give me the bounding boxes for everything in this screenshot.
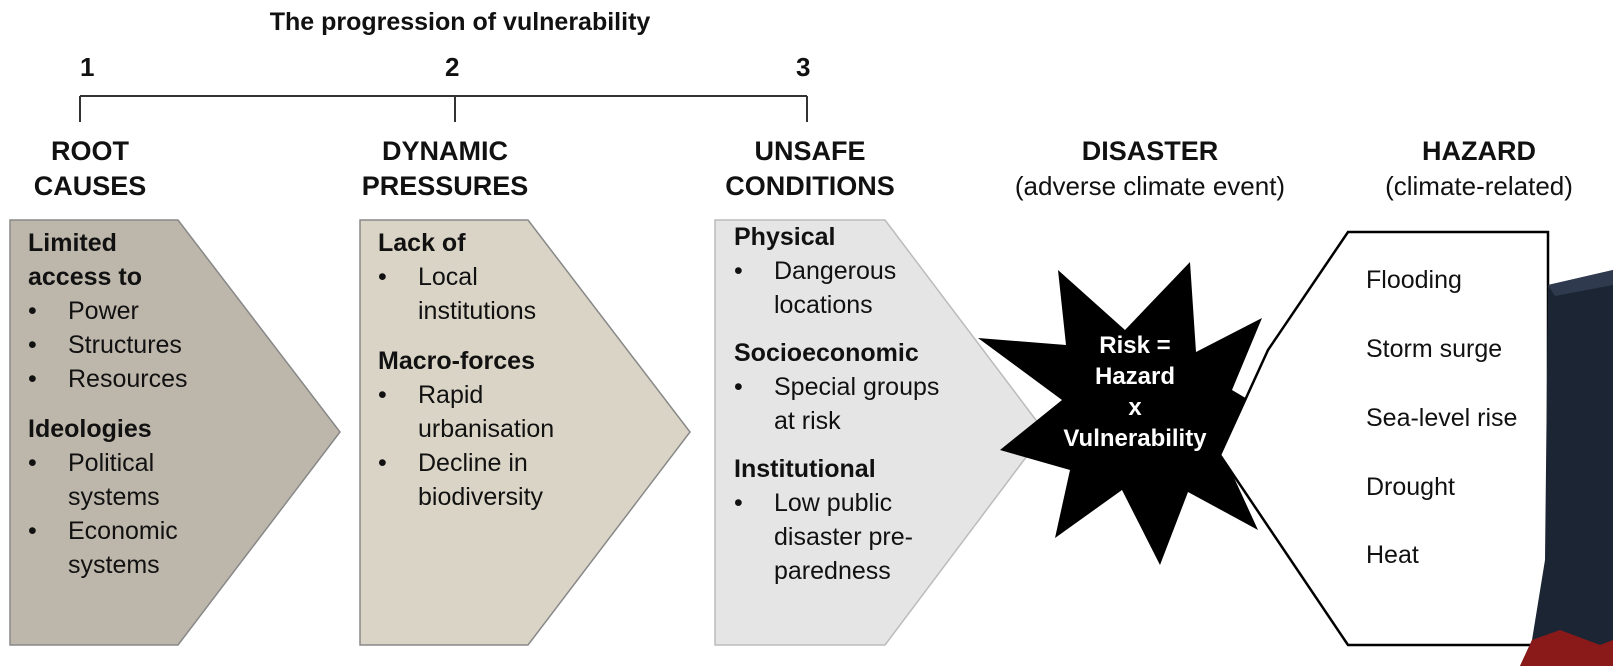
list-item-line: disaster pre- <box>774 523 913 551</box>
unsafe-socioeconomic-list: Special groups at risk <box>716 370 1034 438</box>
list-item-line: systems <box>68 551 160 579</box>
hazard-item-heat: Heat <box>1366 541 1419 569</box>
dynamic-section-macro-forces: Macro-forces <box>378 347 535 375</box>
root-causes-header-line1: ROOT <box>51 136 129 166</box>
list-item: Dangerous locations <box>716 254 1034 322</box>
list-item: Structures <box>10 328 328 362</box>
list-item-line: Special groups <box>774 373 940 401</box>
root-ideologies-list: Political systems Economic systems <box>10 446 328 582</box>
dynamic-pressures-content: Lack of Local institutions Macro-forces … <box>378 226 678 514</box>
stage-number-3: 3 <box>796 52 811 82</box>
list-item: Low public disaster pre- paredness <box>716 486 1034 588</box>
disaster-starburst <box>978 262 1300 565</box>
list-item: Resources <box>10 362 328 396</box>
list-item-line: Low public <box>774 489 893 517</box>
list-item: Political systems <box>10 446 328 514</box>
risk-line2: Hazard <box>1094 363 1176 390</box>
list-item-line: at risk <box>774 407 841 435</box>
list-item: Local institutions <box>360 260 678 328</box>
dynamic-macro-list: Rapid urbanisation Decline in biodiversi… <box>360 378 678 514</box>
list-item: Rapid urbanisation <box>360 378 678 446</box>
hazard-header-title: HAZARD <box>1422 136 1536 166</box>
dynamic-pressures-header-line1: DYNAMIC <box>382 136 508 166</box>
unsafe-physical-list: Dangerous locations <box>716 254 1034 322</box>
list-item-line: Rapid <box>418 381 484 409</box>
hazard-item-drought: Drought <box>1366 473 1455 501</box>
dynamic-section-lack-of: Lack of <box>378 229 466 257</box>
list-item-line: Political <box>68 449 155 477</box>
risk-line1: Risk = <box>1099 332 1171 359</box>
dynamic-pressures-header-line2: PRESSURES <box>361 171 529 201</box>
unsafe-conditions-header-line2: CONDITIONS <box>725 171 895 201</box>
list-item-line: systems <box>68 483 160 511</box>
list-item: Power <box>10 294 328 328</box>
root-causes-header: ROOT CAUSES <box>0 134 180 204</box>
unsafe-section-physical: Physical <box>734 223 836 251</box>
diagram-title: The progression of vulnerability <box>269 8 651 36</box>
root-section-ideologies: Ideologies <box>28 415 152 443</box>
list-item-line: urbanisation <box>418 415 555 443</box>
unsafe-conditions-content: Physical Dangerous locations Socioeconom… <box>734 220 1034 588</box>
dynamic-pressures-header: DYNAMIC PRESSURES <box>345 134 545 204</box>
root-section-limited-line2: access to <box>28 263 142 291</box>
risk-equation: Risk = Hazard x Vulnerability <box>1040 330 1230 454</box>
list-item-line: institutions <box>418 297 537 325</box>
risk-line3: x <box>1128 394 1142 421</box>
unsafe-conditions-header-line1: UNSAFE <box>754 136 866 166</box>
root-section-limited-line1: Limited <box>28 229 117 257</box>
root-limited-list: Power Structures Resources <box>10 294 328 396</box>
root-causes-content: Limited access to Power Structures Resou… <box>28 226 328 582</box>
photo-inset <box>1520 270 1613 666</box>
hazard-header-subtitle: (climate-related) <box>1385 171 1573 201</box>
list-item: Special groups at risk <box>716 370 1034 438</box>
list-item-line: biodiversity <box>418 483 544 511</box>
unsafe-conditions-header: UNSAFE CONDITIONS <box>705 134 915 204</box>
unsafe-institutional-list: Low public disaster pre- paredness <box>716 486 1034 588</box>
root-causes-header-line2: CAUSES <box>33 171 147 201</box>
disaster-header-title: DISASTER <box>1081 136 1219 166</box>
list-item: Economic systems <box>10 514 328 582</box>
risk-line4: Vulnerability <box>1063 425 1207 452</box>
list-item-line: Economic <box>68 517 178 545</box>
list-item-line: Dangerous <box>774 257 897 285</box>
list-item-line: locations <box>774 291 873 319</box>
list-item-line: paredness <box>774 557 891 585</box>
stage-number-2: 2 <box>445 52 460 82</box>
hazard-item-sea-level-rise: Sea-level rise <box>1366 404 1518 432</box>
unsafe-section-socioeconomic: Socioeconomic <box>734 339 919 367</box>
progression-bracket <box>79 95 808 122</box>
unsafe-section-institutional: Institutional <box>734 455 876 483</box>
list-item-line: Local <box>418 263 478 291</box>
hazard-header: HAZARD (climate-related) <box>1345 134 1613 204</box>
stage-number-1: 1 <box>80 52 95 82</box>
hazard-item-flooding: Flooding <box>1366 266 1462 294</box>
disaster-header-subtitle: (adverse climate event) <box>1014 171 1286 201</box>
list-item-line: Decline in <box>418 449 528 477</box>
list-item: Decline in biodiversity <box>360 446 678 514</box>
dynamic-lack-list: Local institutions <box>360 260 678 328</box>
disaster-header: DISASTER (adverse climate event) <box>980 134 1320 204</box>
hazard-item-storm-surge: Storm surge <box>1366 335 1503 363</box>
